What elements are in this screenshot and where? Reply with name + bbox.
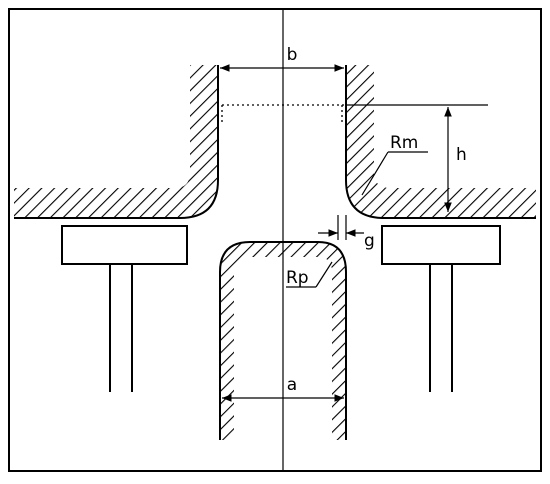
holder-support-left [109,264,133,392]
die-right [346,65,536,218]
punch-edge [219,241,347,440]
punch [220,242,346,440]
holder-support-right [429,264,453,392]
label-b: b [287,45,298,65]
label-a: a [287,375,297,395]
dimension-g [318,215,364,240]
die-right-edge [345,65,536,219]
label-rp: Rp [286,268,309,288]
label-h: h [456,145,467,165]
label-rm: Rm [390,133,418,153]
blank-holder-right [381,225,501,265]
label-g: g [364,231,375,251]
outer-frame [8,8,542,472]
leader-rm [361,151,428,196]
blank-holder-left [61,225,188,265]
die-left-edge [14,65,219,219]
dimension-h [346,104,488,212]
die-left [14,65,218,218]
leader-rp [286,261,333,288]
